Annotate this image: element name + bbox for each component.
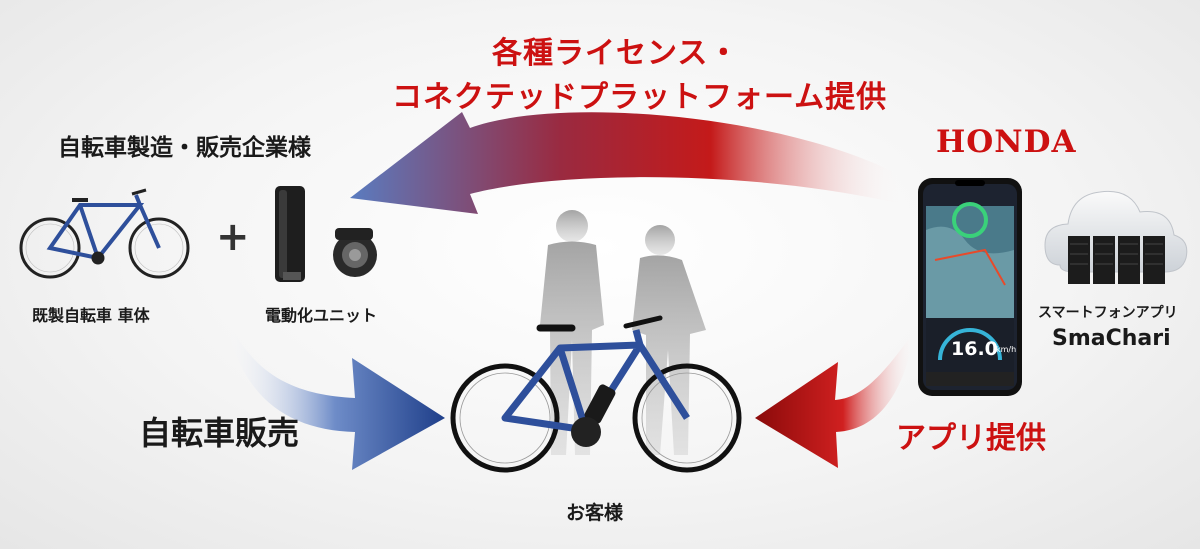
bike-body-label: 既製自転車 車体 <box>32 306 150 325</box>
app-caption: スマートフォンアプリ <box>1038 305 1178 321</box>
customer-ebike-illustration <box>450 315 742 473</box>
customer-label: お客様 <box>566 502 624 524</box>
plus-sign: + <box>216 214 250 260</box>
right-arrow <box>755 330 915 468</box>
top-title-line1: 各種ライセンス・ <box>492 36 740 71</box>
cloud-server-illustration <box>1044 190 1188 284</box>
electrification-unit-illustration <box>275 186 377 282</box>
customer-silhouettes <box>540 210 706 455</box>
electrification-unit-label: 電動化ユニット <box>265 306 378 325</box>
top-title-line2: コネクテッドプラットフォーム提供 <box>392 80 888 115</box>
honda-logo: HONDA <box>936 124 1077 160</box>
bike-sales-label: 自転車販売 <box>139 414 300 452</box>
phone-speed-readout: 16.0 <box>951 338 998 360</box>
smartphone-illustration <box>918 178 1022 396</box>
bike-body-illustration <box>19 188 190 279</box>
phone-speed-unit: km/h <box>996 345 1017 354</box>
manufacturer-heading: 自転車製造・販売企業様 <box>58 135 311 161</box>
app-name: SmaChari <box>1052 326 1171 351</box>
top-arrow <box>350 112 905 214</box>
left-arrow <box>225 315 445 470</box>
app-provision-label: アプリ提供 <box>896 421 1046 456</box>
